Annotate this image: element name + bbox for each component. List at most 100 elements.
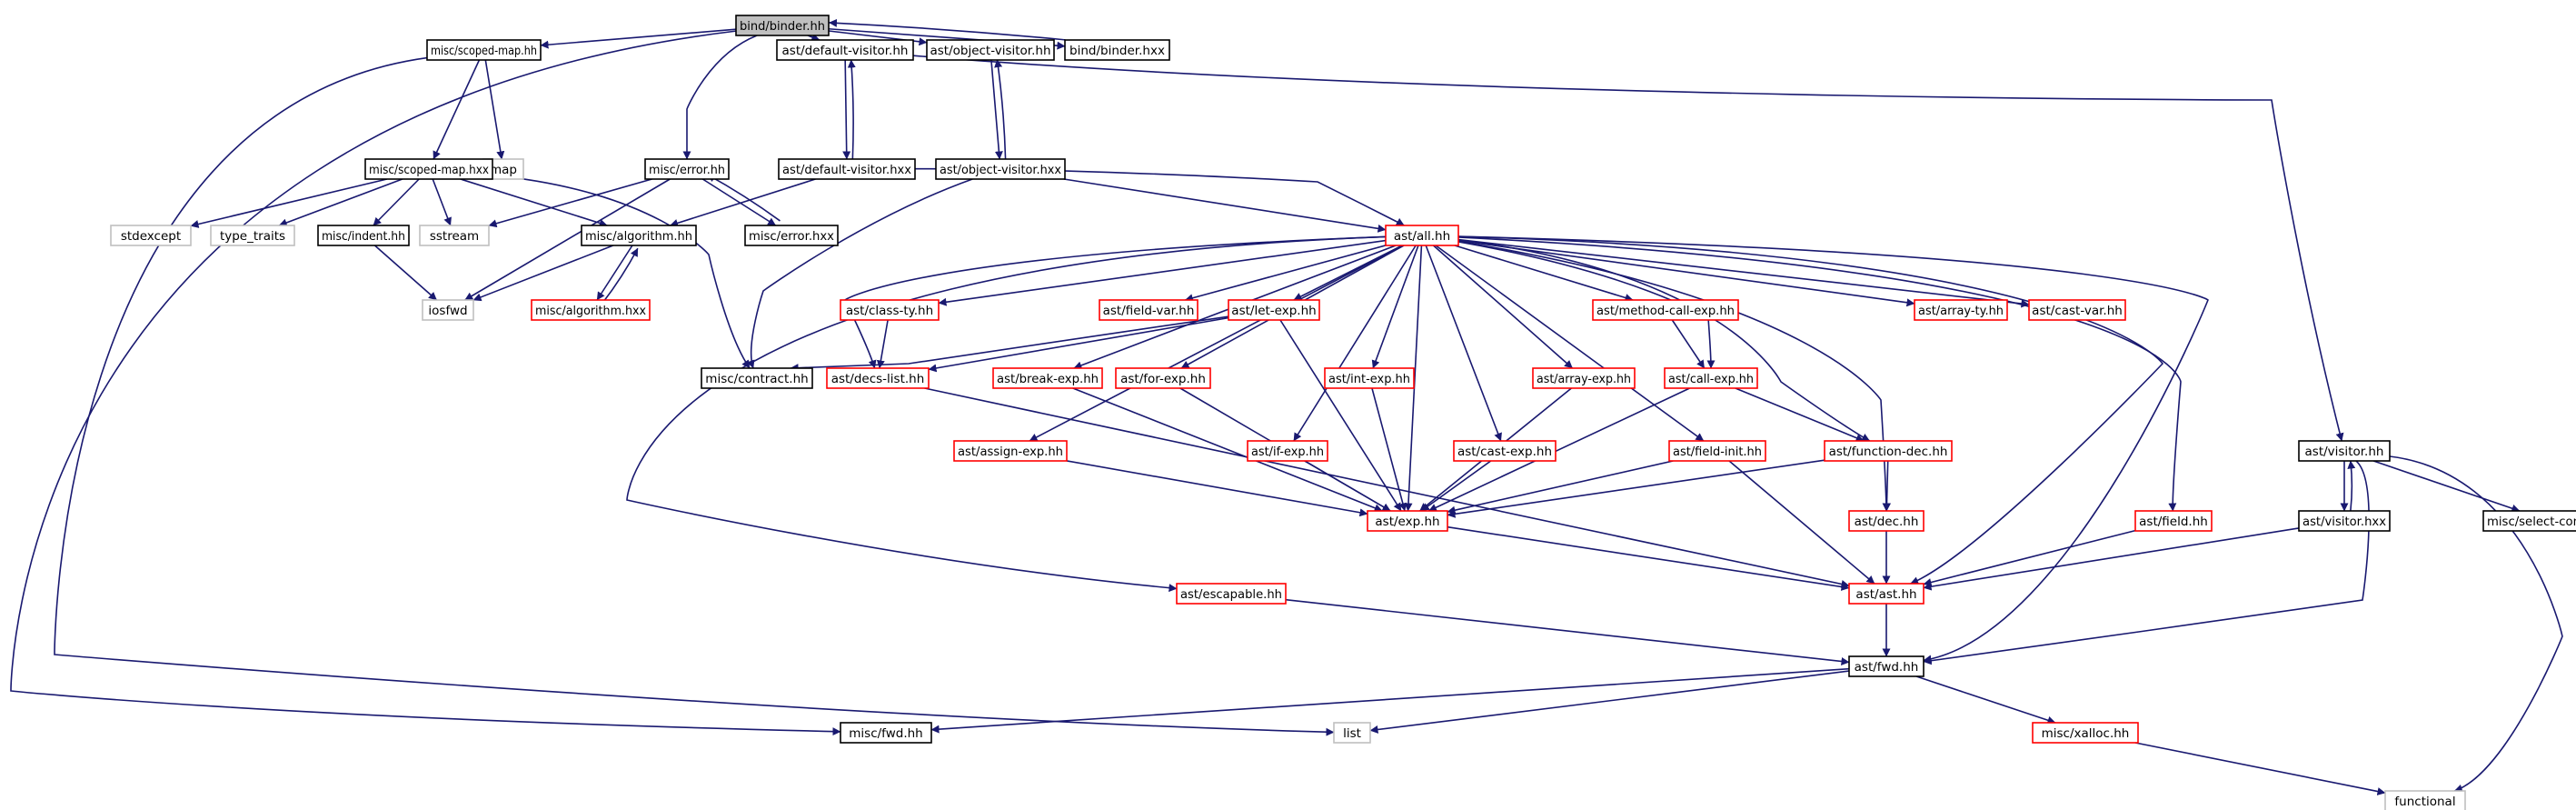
node-label: ast/method-call-exp.hh — [1596, 304, 1735, 318]
node-box — [1664, 367, 1758, 389]
node-object-visitor-hh[interactable]: ast/object-visitor.hh — [926, 39, 1055, 61]
edge-all-hh-to-class-ty-hh — [938, 239, 1387, 306]
node-if-exp-hh[interactable]: ast/if-exp.hh — [1247, 440, 1328, 462]
node-break-exp-hh[interactable]: ast/break-exp.hh — [992, 367, 1103, 389]
node-indent-hh[interactable]: misc/indent.hh — [317, 225, 410, 246]
node-box — [926, 39, 1055, 61]
edge-fwd-hh-to-list — [1369, 670, 1850, 734]
node-error-hh[interactable]: misc/error.hh — [644, 158, 730, 180]
node-exp-hh[interactable]: ast/exp.hh — [1367, 510, 1448, 532]
node-array-ty-hh[interactable]: ast/array-ty.hh — [1914, 299, 2008, 321]
node-class-ty-hh[interactable]: ast/class-ty.hh — [840, 299, 940, 321]
node-default-visitor-hh[interactable]: ast/default-visitor.hh — [776, 39, 914, 61]
node-int-exp-hh[interactable]: ast/int-exp.hh — [1324, 367, 1415, 389]
node-visitor-hxx[interactable]: ast/visitor.hxx — [2298, 510, 2391, 532]
node-scoped-map-hh[interactable]: misc/scoped-map.hh — [426, 39, 542, 61]
edge-all-hh-to-assign-exp-hh — [1029, 245, 1404, 442]
node-misc-fwd-hh[interactable]: misc/fwd.hh — [840, 722, 932, 744]
node-box — [2482, 510, 2576, 532]
node-field-hh[interactable]: ast/field.hh — [2134, 510, 2213, 532]
node-box — [840, 722, 932, 744]
edge-field-init-hh-to-ast-hh — [1728, 460, 1875, 585]
node-box — [419, 225, 490, 246]
node-dec-hh[interactable]: ast/dec.hh — [1848, 510, 1925, 532]
edge-fwd-hh-to-xalloc-hh — [1915, 675, 2056, 725]
node-escapable-hh[interactable]: ast/escapable.hh — [1176, 583, 1287, 605]
node-box — [1668, 440, 1766, 462]
node-label: ast/array-ty.hh — [1918, 304, 2004, 318]
node-visitor-hh[interactable]: ast/visitor.hh — [2298, 440, 2391, 462]
node-label: ast/cast-exp.hh — [1457, 445, 1552, 459]
node-iosfwd: iosfwd — [422, 299, 474, 321]
node-cast-exp-hh[interactable]: ast/cast-exp.hh — [1453, 440, 1557, 462]
node-label: ast/function-dec.hh — [1829, 445, 1948, 459]
edge-all-hh-to-exp-hh — [1404, 245, 1423, 512]
edge-algorithm-hxx-to-algorithm-hh — [602, 247, 639, 304]
node-box — [2032, 722, 2139, 744]
node-contract-hh[interactable]: misc/contract.hh — [701, 367, 813, 389]
node-error-hxx[interactable]: misc/error.hxx — [744, 225, 839, 246]
node-box — [840, 299, 940, 321]
node-all-hh[interactable]: ast/all.hh — [1385, 225, 1459, 246]
node-box — [2028, 299, 2126, 321]
node-box — [1228, 299, 1320, 321]
node-xalloc-hh[interactable]: misc/xalloc.hh — [2032, 722, 2139, 744]
node-function-dec-hh[interactable]: ast/function-dec.hh — [1824, 440, 1953, 462]
edge-all-hh-to-field-var-hh — [1184, 245, 1387, 303]
node-binder-hh[interactable]: bind/binder.hh — [735, 15, 830, 36]
node-algorithm-hh[interactable]: misc/algorithm.hh — [581, 225, 697, 246]
node-label: bind/binder.hh — [740, 19, 825, 34]
edge-default-visitor-hxx-to-algorithm-hh — [670, 178, 816, 227]
node-binder-hxx[interactable]: bind/binder.hxx — [1064, 39, 1170, 61]
edge-xalloc-hh-to-functional — [2134, 742, 2386, 795]
node-label: map — [490, 163, 517, 177]
node-call-exp-hh[interactable]: ast/call-exp.hh — [1664, 367, 1758, 389]
edge-scoped-map-hxx-to-contract-hh — [492, 174, 751, 369]
node-algorithm-hxx[interactable]: misc/algorithm.hxx — [531, 299, 651, 321]
node-box — [110, 225, 192, 246]
edge-object-visitor-hxx-to-object-visitor-hh — [994, 59, 1007, 159]
node-label: functional — [2394, 795, 2455, 809]
node-label: ast/object-visitor.hh — [930, 44, 1050, 58]
edge-field-hh-to-ast-hh — [1923, 529, 2136, 586]
node-array-exp-hh[interactable]: ast/array-exp.hh — [1532, 367, 1636, 389]
node-label: bind/binder.hxx — [1069, 44, 1165, 58]
edge-binder-hh-to-object-visitor-hh — [828, 30, 928, 46]
node-for-exp-hh[interactable]: ast/for-exp.hh — [1115, 367, 1211, 389]
node-object-visitor-hxx[interactable]: ast/object-visitor.hxx — [935, 158, 1066, 180]
edge-all-hh-to-function-dec-hh — [1457, 239, 1871, 442]
edge-all-hh-to-cast-var-hh — [1457, 238, 2030, 308]
node-box — [1453, 440, 1557, 462]
edge-scoped-map-hxx-to-sstream — [432, 178, 452, 226]
node-select-const-hh[interactable]: misc/select-const.hh — [2482, 510, 2576, 532]
node-box — [744, 225, 839, 246]
edge-fwd-hh-to-misc-fwd-hh — [930, 667, 1850, 734]
node-ast-hh[interactable]: ast/ast.hh — [1848, 583, 1925, 605]
edge-all-hh-to-int-exp-hh — [1371, 245, 1419, 369]
node-box — [1385, 225, 1459, 246]
node-decs-list-hh[interactable]: ast/decs-list.hh — [826, 367, 930, 389]
node-assign-exp-hh[interactable]: ast/assign-exp.hh — [953, 440, 1068, 462]
node-box — [2134, 510, 2213, 532]
node-field-var-hh[interactable]: ast/field-var.hh — [1099, 299, 1198, 321]
node-label: ast/visitor.hh — [2305, 445, 2384, 459]
node-box — [1099, 299, 1198, 321]
node-scoped-map-hxx[interactable]: misc/scoped-map.hxx — [364, 158, 493, 180]
edge-object-visitor-hh-to-object-visitor-hxx — [990, 59, 1003, 160]
node-fwd-hh[interactable]: ast/fwd.hh — [1848, 655, 1925, 677]
node-default-visitor-hxx[interactable]: ast/default-visitor.hxx — [778, 158, 916, 180]
node-box — [1848, 510, 1925, 532]
node-label: ast/int-exp.hh — [1328, 372, 1410, 386]
node-box — [992, 367, 1103, 389]
node-method-call-exp-hh[interactable]: ast/method-call-exp.hh — [1592, 299, 1739, 321]
node-box — [2298, 510, 2391, 532]
node-label: ast/for-exp.hh — [1120, 372, 1206, 386]
node-list: list — [1333, 722, 1371, 744]
node-cast-var-hh[interactable]: ast/cast-var.hh — [2028, 299, 2126, 321]
node-let-exp-hh[interactable]: ast/let-exp.hh — [1228, 299, 1320, 321]
node-label: ast/let-exp.hh — [1231, 304, 1316, 318]
node-label: ast/default-visitor.hh — [782, 44, 909, 58]
node-field-init-hh[interactable]: ast/field-init.hh — [1668, 440, 1766, 462]
edge-class-ty-hh-to-decs-list-hh — [876, 319, 889, 369]
